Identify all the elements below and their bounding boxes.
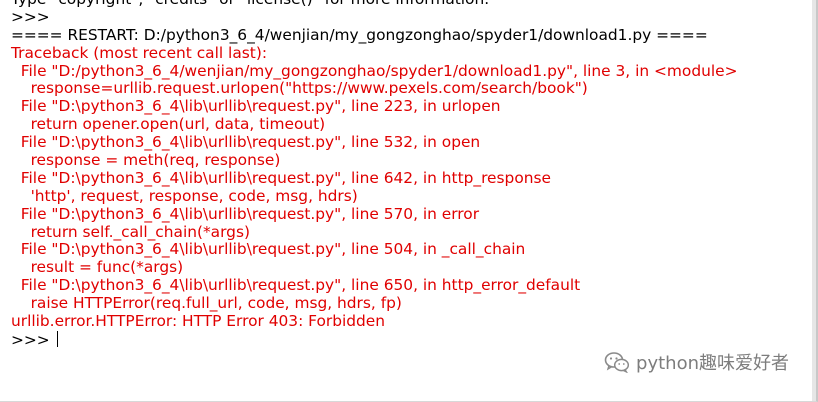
traceback-line: File "D:\python3_6_4\lib\urllib\request.… bbox=[11, 133, 481, 152]
shell-prompt-line[interactable]: >>> bbox=[11, 330, 810, 349]
shell-output[interactable]: Type "copyright", "credits" or "license(… bbox=[11, 0, 810, 349]
traceback-line: return opener.open(url, data, timeout) bbox=[11, 115, 326, 134]
wechat-icon bbox=[604, 352, 630, 373]
traceback-line: File "D:\python3_6_4\lib\urllib\request.… bbox=[11, 97, 501, 116]
traceback-line: raise HTTPError(req.full_url, code, msg,… bbox=[11, 294, 402, 313]
traceback-line: Traceback (most recent call last): bbox=[11, 43, 268, 62]
traceback-line: 'http', request, response, code, msg, hd… bbox=[11, 186, 358, 205]
traceback-line: File "D:\python3_6_4\lib\urllib\request.… bbox=[11, 276, 581, 295]
console-line: Type "copyright", "credits" or "license(… bbox=[11, 0, 810, 9]
traceback-line: result = func(*args) bbox=[11, 258, 184, 277]
vertical-scrollbar[interactable] bbox=[812, 0, 816, 401]
traceback-line: File "D:\python3_6_4\lib\urllib\request.… bbox=[11, 168, 551, 187]
watermark-text: python趣味爱好者 bbox=[636, 353, 789, 374]
traceback-line: File "D:\python3_6_4\lib\urllib\request.… bbox=[11, 240, 526, 259]
traceback-line: File "D:\python3_6_4\lib\urllib\request.… bbox=[11, 204, 480, 223]
traceback-line: urllib.error.HTTPError: HTTP Error 403: … bbox=[11, 312, 386, 331]
console-line: ==== RESTART: D:/python3_6_4/wenjian/my_… bbox=[11, 25, 708, 44]
watermark: python趣味爱好者 bbox=[604, 349, 789, 375]
traceback-line: response = meth(req, response) bbox=[11, 151, 281, 170]
traceback-line: response=urllib.request.urlopen("https:/… bbox=[11, 79, 588, 98]
traceback-line: return self._call_chain(*args) bbox=[11, 222, 250, 241]
console-line: >>> bbox=[11, 7, 55, 26]
shell-prompt: >>> bbox=[11, 330, 55, 349]
text-cursor bbox=[56, 330, 58, 347]
traceback-line: File "D:/python3_6_4/wenjian/my_gongzong… bbox=[11, 61, 738, 80]
